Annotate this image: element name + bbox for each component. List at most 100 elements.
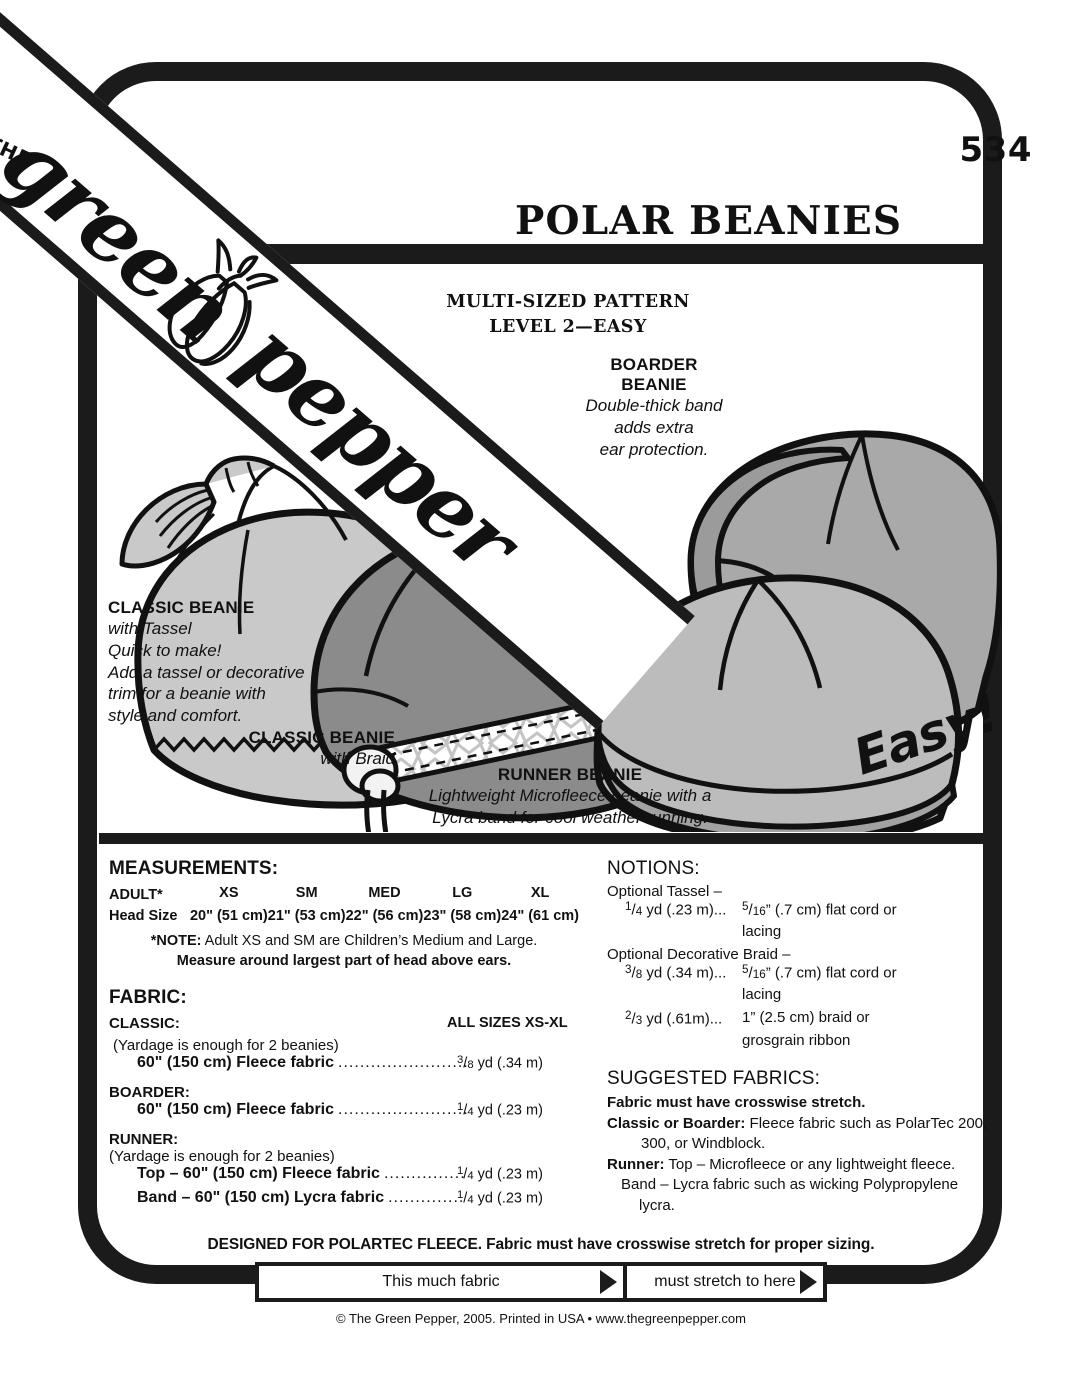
notions-group-1-title: Optional Tassel –	[607, 883, 722, 900]
suggested-line-1-cont: 300, or Windblock.	[641, 1135, 766, 1152]
notions-desc-text-2: ” (.7 cm) flat cord or	[765, 964, 897, 982]
label-runner-line-2: Lycra band for cool weather running.	[432, 807, 708, 827]
measurements-table: ADULT* XS SM MED LG XL Head Size 20" (51…	[109, 883, 579, 926]
notions-row-3: 2/3 yd (.61m)... 1” (2.5 cm) braid or	[607, 1009, 989, 1032]
measurements-note-label: *NOTE:	[150, 933, 202, 949]
gauge-right-label: must stretch to here	[654, 1273, 796, 1290]
label-runner-heading: RUNNER BEANIE	[497, 765, 643, 784]
fabric-runner-item-1: Top – 60" (150 cm) Fleece fabric	[137, 1165, 380, 1183]
size-xl: XL	[530, 885, 550, 901]
size-sm: SM	[295, 885, 318, 901]
fabric-classic-dots-1: ........................	[338, 1054, 469, 1072]
green-pepper-logo: THE green pepper	[0, 55, 575, 637]
fabric-classic-row-1: 60" (150 cm) Fleece fabric..............…	[109, 1054, 579, 1078]
footer-section: DESIGNED FOR POLARTEC FLEECE. Fabric mus…	[99, 1236, 983, 1326]
suggested-line-2-cont: Band – Lycra fabric such as wicking Poly…	[621, 1176, 959, 1193]
arrow-right-icon	[600, 1270, 617, 1294]
size-med: MED	[368, 885, 401, 901]
suggested-fabrics-block: SUGGESTED FABRICS: Fabric must have cros…	[607, 1068, 989, 1215]
fabric-classic-name: CLASSIC:	[109, 1015, 180, 1033]
measurements-row-label-head: Head Size	[109, 908, 178, 924]
notions-row-3-cont: grosgrain ribbon	[607, 1032, 989, 1055]
notions-amount-text-3: yd (.61m)...	[642, 1010, 723, 1028]
notions-row-1-cont: lacing	[607, 923, 989, 946]
label-boarder-line-1: Double-thick band	[585, 396, 723, 415]
label-classic-line-4: trim for a beanie with	[108, 684, 266, 704]
frac-num: 3	[457, 1054, 464, 1067]
fabric-runner-row-2: Band – 60" (150 cm) Lycra fabric........…	[109, 1189, 579, 1213]
measurements-note-line-2: Measure around largest part of head abov…	[176, 952, 512, 969]
fabric-boarder-item-1: 60" (150 cm) Fleece fabric	[137, 1101, 335, 1119]
notions-amount-3: 2/3 yd (.61m)...	[625, 1009, 723, 1028]
frac-den: 16	[752, 968, 766, 982]
measurements-note-line-1: *NOTE: Adult XS and SM are Children’s Me…	[109, 932, 579, 952]
tassel-icon	[119, 455, 276, 569]
measurements-row-label-adult: ADULT*	[109, 886, 163, 903]
frac-num: 1	[457, 1101, 464, 1114]
notions-desc-3-cont: grosgrain ribbon	[742, 1032, 851, 1049]
arrow-right-icon-2	[800, 1270, 817, 1294]
frac-num: 2	[625, 1009, 632, 1022]
label-braid-line-1: with Braid	[320, 749, 395, 768]
fabric-runner-dots-2: ..............	[388, 1189, 465, 1207]
stretch-gauge: This much fabric must stretch to here	[255, 1262, 827, 1302]
suggested-line-1-label: Classic or Boarder:	[607, 1114, 746, 1132]
fabric-runner-item-2: Band – 60" (150 cm) Lycra fabric	[137, 1189, 385, 1207]
page-title: POLAR BEANIES	[515, 198, 903, 244]
notions-desc-3: 1” (2.5 cm) braid or	[742, 1009, 870, 1026]
table-row-sizes: ADULT* XS SM MED LG XL	[109, 883, 579, 906]
fabric-runner-amount-1: 1/4 yd (.23 m)	[457, 1165, 543, 1183]
fabric-boarder-row-1: 60" (150 cm) Fleece fabric..............…	[109, 1101, 579, 1125]
polartec-note: DESIGNED FOR POLARTEC FLEECE. Fabric mus…	[207, 1236, 875, 1253]
label-runner-beanie: RUNNER BEANIE Lightweight Microfleece be…	[375, 765, 765, 829]
frac-den: 16	[752, 905, 766, 919]
label-classic-line-2: Quick to make!	[108, 640, 222, 660]
braid-cord-icon	[341, 744, 401, 832]
head-size-xl: 24" (61 cm)	[501, 908, 579, 924]
head-size-sm: 21" (53 cm)	[267, 908, 346, 924]
notions-desc-1-cont: lacing	[742, 923, 782, 940]
pepper-icon	[167, 238, 279, 366]
fabric-runner-row-1: Top – 60" (150 cm) Fleece fabric........…	[109, 1165, 579, 1189]
frac-num: 1	[457, 1165, 464, 1178]
label-boarder-heading-1: BOARDER	[610, 355, 698, 374]
frac-den: 4	[635, 905, 643, 919]
notions-desc-2-cont: lacing	[742, 986, 782, 1003]
info-right-column: NOTIONS: Optional Tassel – 1/4 yd (.23 m…	[607, 858, 989, 1216]
frac-num: 3	[625, 963, 632, 976]
frac-num: 5	[742, 900, 749, 913]
fabric-group-runner: RUNNER: (Yardage is enough for 2 beanies…	[109, 1131, 579, 1213]
fabric-boarder-name: BOARDER:	[109, 1084, 190, 1102]
label-boarder-line-3: ear protection.	[599, 439, 709, 459]
suggested-line-2: Runner: Top – Microfleece or any lightwe…	[607, 1155, 989, 1175]
section-divider	[99, 833, 983, 844]
label-braid-heading: CLASSIC BEANIE	[248, 728, 395, 747]
label-boarder-heading-2: BEANIE	[621, 375, 687, 394]
label-classic-braid-beanie: CLASSIC BEANIE with Braid	[240, 728, 395, 770]
notions-desc-text-1: ” (.7 cm) flat cord or	[765, 901, 897, 919]
info-section: MEASUREMENTS: ADULT* XS SM MED LG XL Hea…	[99, 858, 987, 1288]
measurements-note: *NOTE: Adult XS and SM are Children’s Me…	[109, 932, 579, 971]
size-xs: XS	[219, 885, 239, 901]
suggested-line-1-text: Fleece fabric such as PolarTec 200,	[745, 1114, 988, 1132]
notions-row-1: 1/4 yd (.23 m)... 5/16” (.7 cm) flat cor…	[607, 900, 989, 923]
notions-group-2-title: Optional Decorative Braid –	[607, 946, 791, 963]
fabric-runner-dots-1: ...............	[383, 1165, 466, 1183]
fabric-heading: FABRIC:	[109, 987, 187, 1009]
gauge-must-stretch: must stretch to here	[627, 1266, 823, 1298]
fabric-classic-amount-1: 3/8 yd (.34 m)	[457, 1054, 543, 1072]
frac-den: 4	[467, 1193, 474, 1206]
fabric-group-boarder: BOARDER: 60" (150 cm) Fleece fabric.....…	[109, 1084, 579, 1125]
label-classic-heading: CLASSIC BEANIE	[108, 598, 255, 617]
fabric-classic-note: (Yardage is enough for 2 beanies)	[113, 1037, 339, 1055]
fabric-boarder-amount-text-1: yd (.23 m)	[473, 1102, 543, 1119]
head-size-lg: 23" (58 cm)	[423, 908, 502, 924]
fabric-group-classic: CLASSIC: ALL SIZES XS-XL (Yardage is eno…	[109, 1015, 579, 1078]
suggested-line-2-label: Runner:	[607, 1155, 665, 1173]
gauge-left-label: This much fabric	[382, 1273, 500, 1290]
subtitle-line-1: MULTI-SIZED PATTERN	[446, 292, 690, 312]
fabric-runner-note: (Yardage is enough for 2 beanies)	[109, 1148, 335, 1166]
label-boarder-beanie: BOARDER BEANIE Double-thick band adds ex…	[565, 355, 743, 460]
measurements-heading: MEASUREMENTS:	[109, 858, 279, 879]
